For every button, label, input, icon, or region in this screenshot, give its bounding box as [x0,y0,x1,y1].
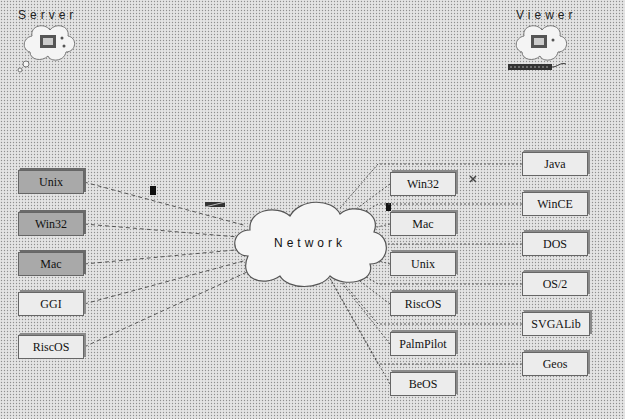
network-link [84,268,256,347]
viewer-platform-box: Java [522,152,588,176]
server-icon [18,26,75,72]
viewer-platform-box: PalmPilot [390,332,456,356]
network-link [378,244,522,245]
network-link [337,277,390,344]
network-link [377,224,390,227]
viewer-platform-box: RiscOS [390,292,456,316]
platform-name: GGI [40,297,61,312]
server-platform-box: Win32 [18,212,84,236]
platform-name: Mac [412,217,433,232]
platform-name: OS/2 [543,277,568,292]
platform-name: SVGALib [531,317,580,332]
viewer-platform-box: WinCE [522,192,588,216]
platform-name: RiscOS [405,297,442,312]
side-heading: Server [18,8,77,22]
network-label: Network [230,236,390,250]
viewer-platform-box: OS/2 [522,272,588,296]
viewer-platform-box: Win32 [390,172,456,196]
server-platform-box: Unix [18,170,84,194]
platform-name: Mac [40,257,61,272]
network-link [339,164,522,209]
viewer-icon [508,26,567,70]
server-platform-box: GGI [18,292,84,316]
network-link [84,182,245,225]
network-link [84,250,237,264]
network-cloud: Network [230,198,390,288]
network-link [84,224,237,237]
server-platform-box: RiscOS [18,335,84,359]
side-heading: Viewer [516,8,576,22]
platform-name: Geos [543,357,568,372]
network-link [84,261,245,304]
server-platform-box: Mac [18,252,84,276]
platform-name: DOS [543,237,567,252]
viewer-platform-box: Unix [390,252,456,276]
platform-name: RiscOS [33,340,70,355]
platform-name: Unix [411,257,435,272]
platform-name: PalmPilot [399,337,446,352]
network-link [339,277,522,324]
platform-name: Win32 [407,177,439,192]
platform-name: Win32 [35,217,67,232]
platform-name: Unix [39,175,63,190]
viewer-platform-box: SVGALib [522,312,590,336]
viewer-platform-box: Mac [390,212,456,236]
network-link [330,279,522,364]
viewer-platform-box: DOS [522,232,588,256]
viewer-platform-box: Geos [522,352,588,376]
viewer-platform-box: BeOS [390,372,456,396]
platform-name: BeOS [409,377,438,392]
platform-name: WinCE [537,197,573,212]
platform-name: Java [544,157,565,172]
